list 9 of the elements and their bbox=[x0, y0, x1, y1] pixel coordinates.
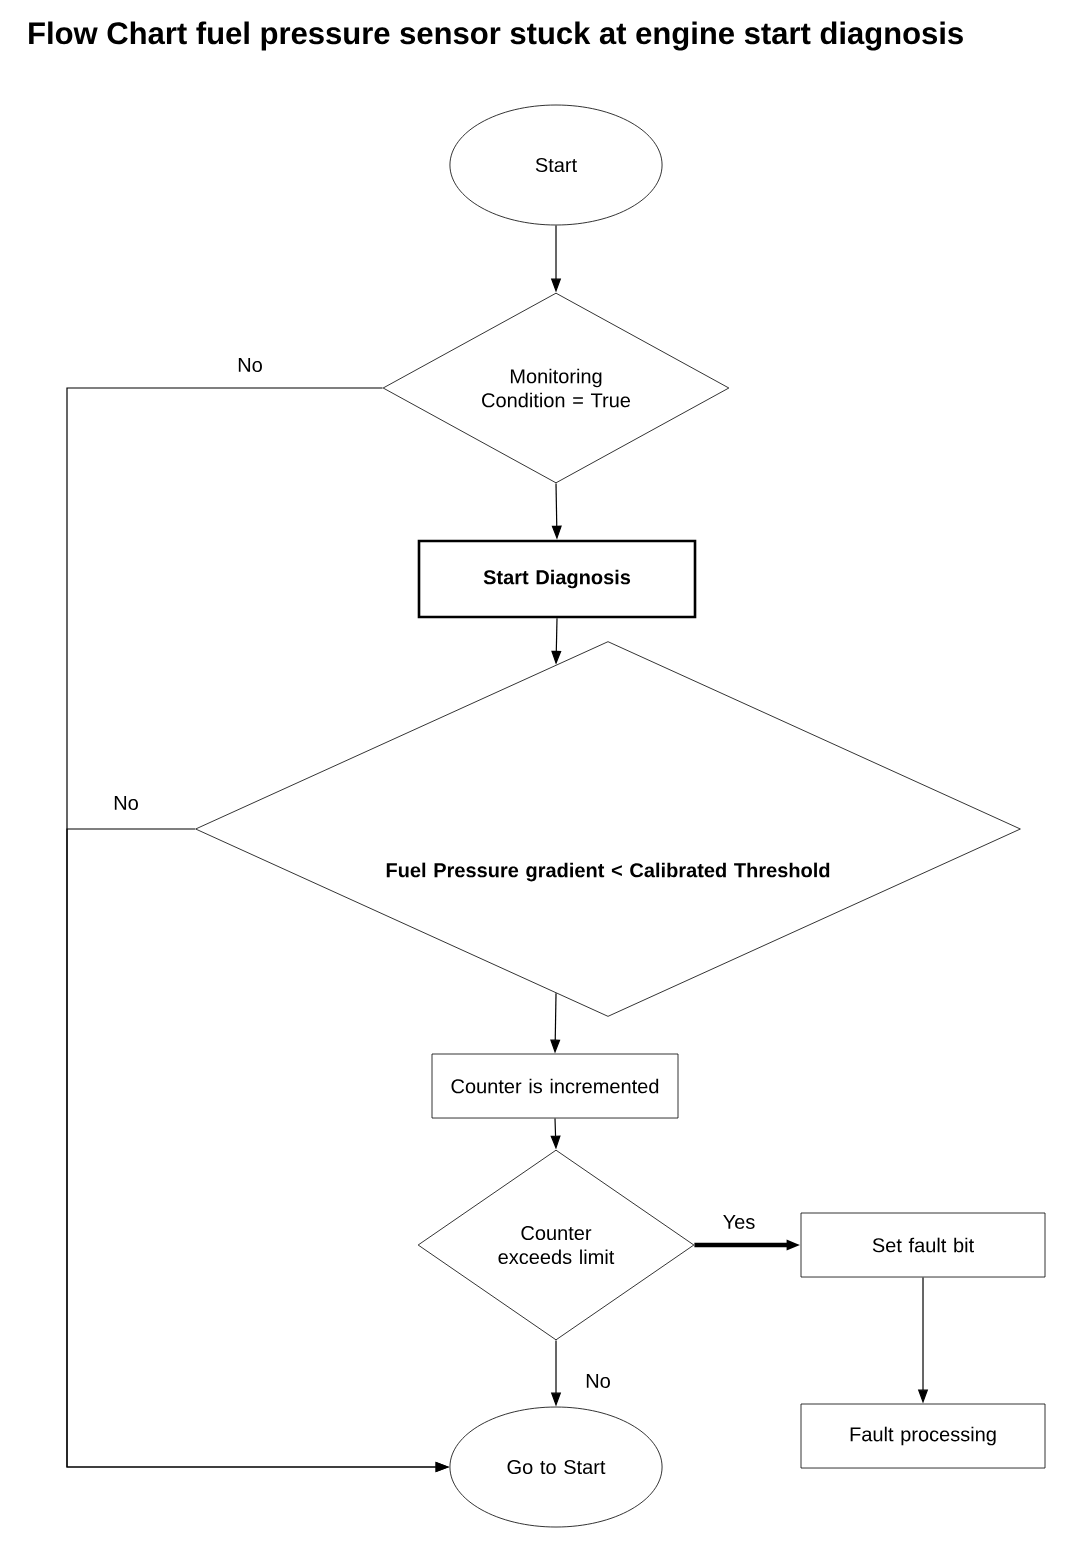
title: Flow Chart fuel pressure sensor stuck at engine start diagnosis bbox=[29, 21, 963, 51]
process-box: Fault processing bbox=[800, 1403, 1046, 1469]
edge-label: No bbox=[235, 356, 265, 374]
edge-label: Yes bbox=[720, 1213, 758, 1231]
process-box: Start Diagnosis bbox=[417, 539, 697, 619]
edge-label: No bbox=[111, 794, 141, 812]
edge-label: No bbox=[583, 1372, 613, 1390]
process-box: Counter is incremented bbox=[431, 1053, 679, 1119]
process-box: Set fault bit bbox=[800, 1212, 1046, 1278]
